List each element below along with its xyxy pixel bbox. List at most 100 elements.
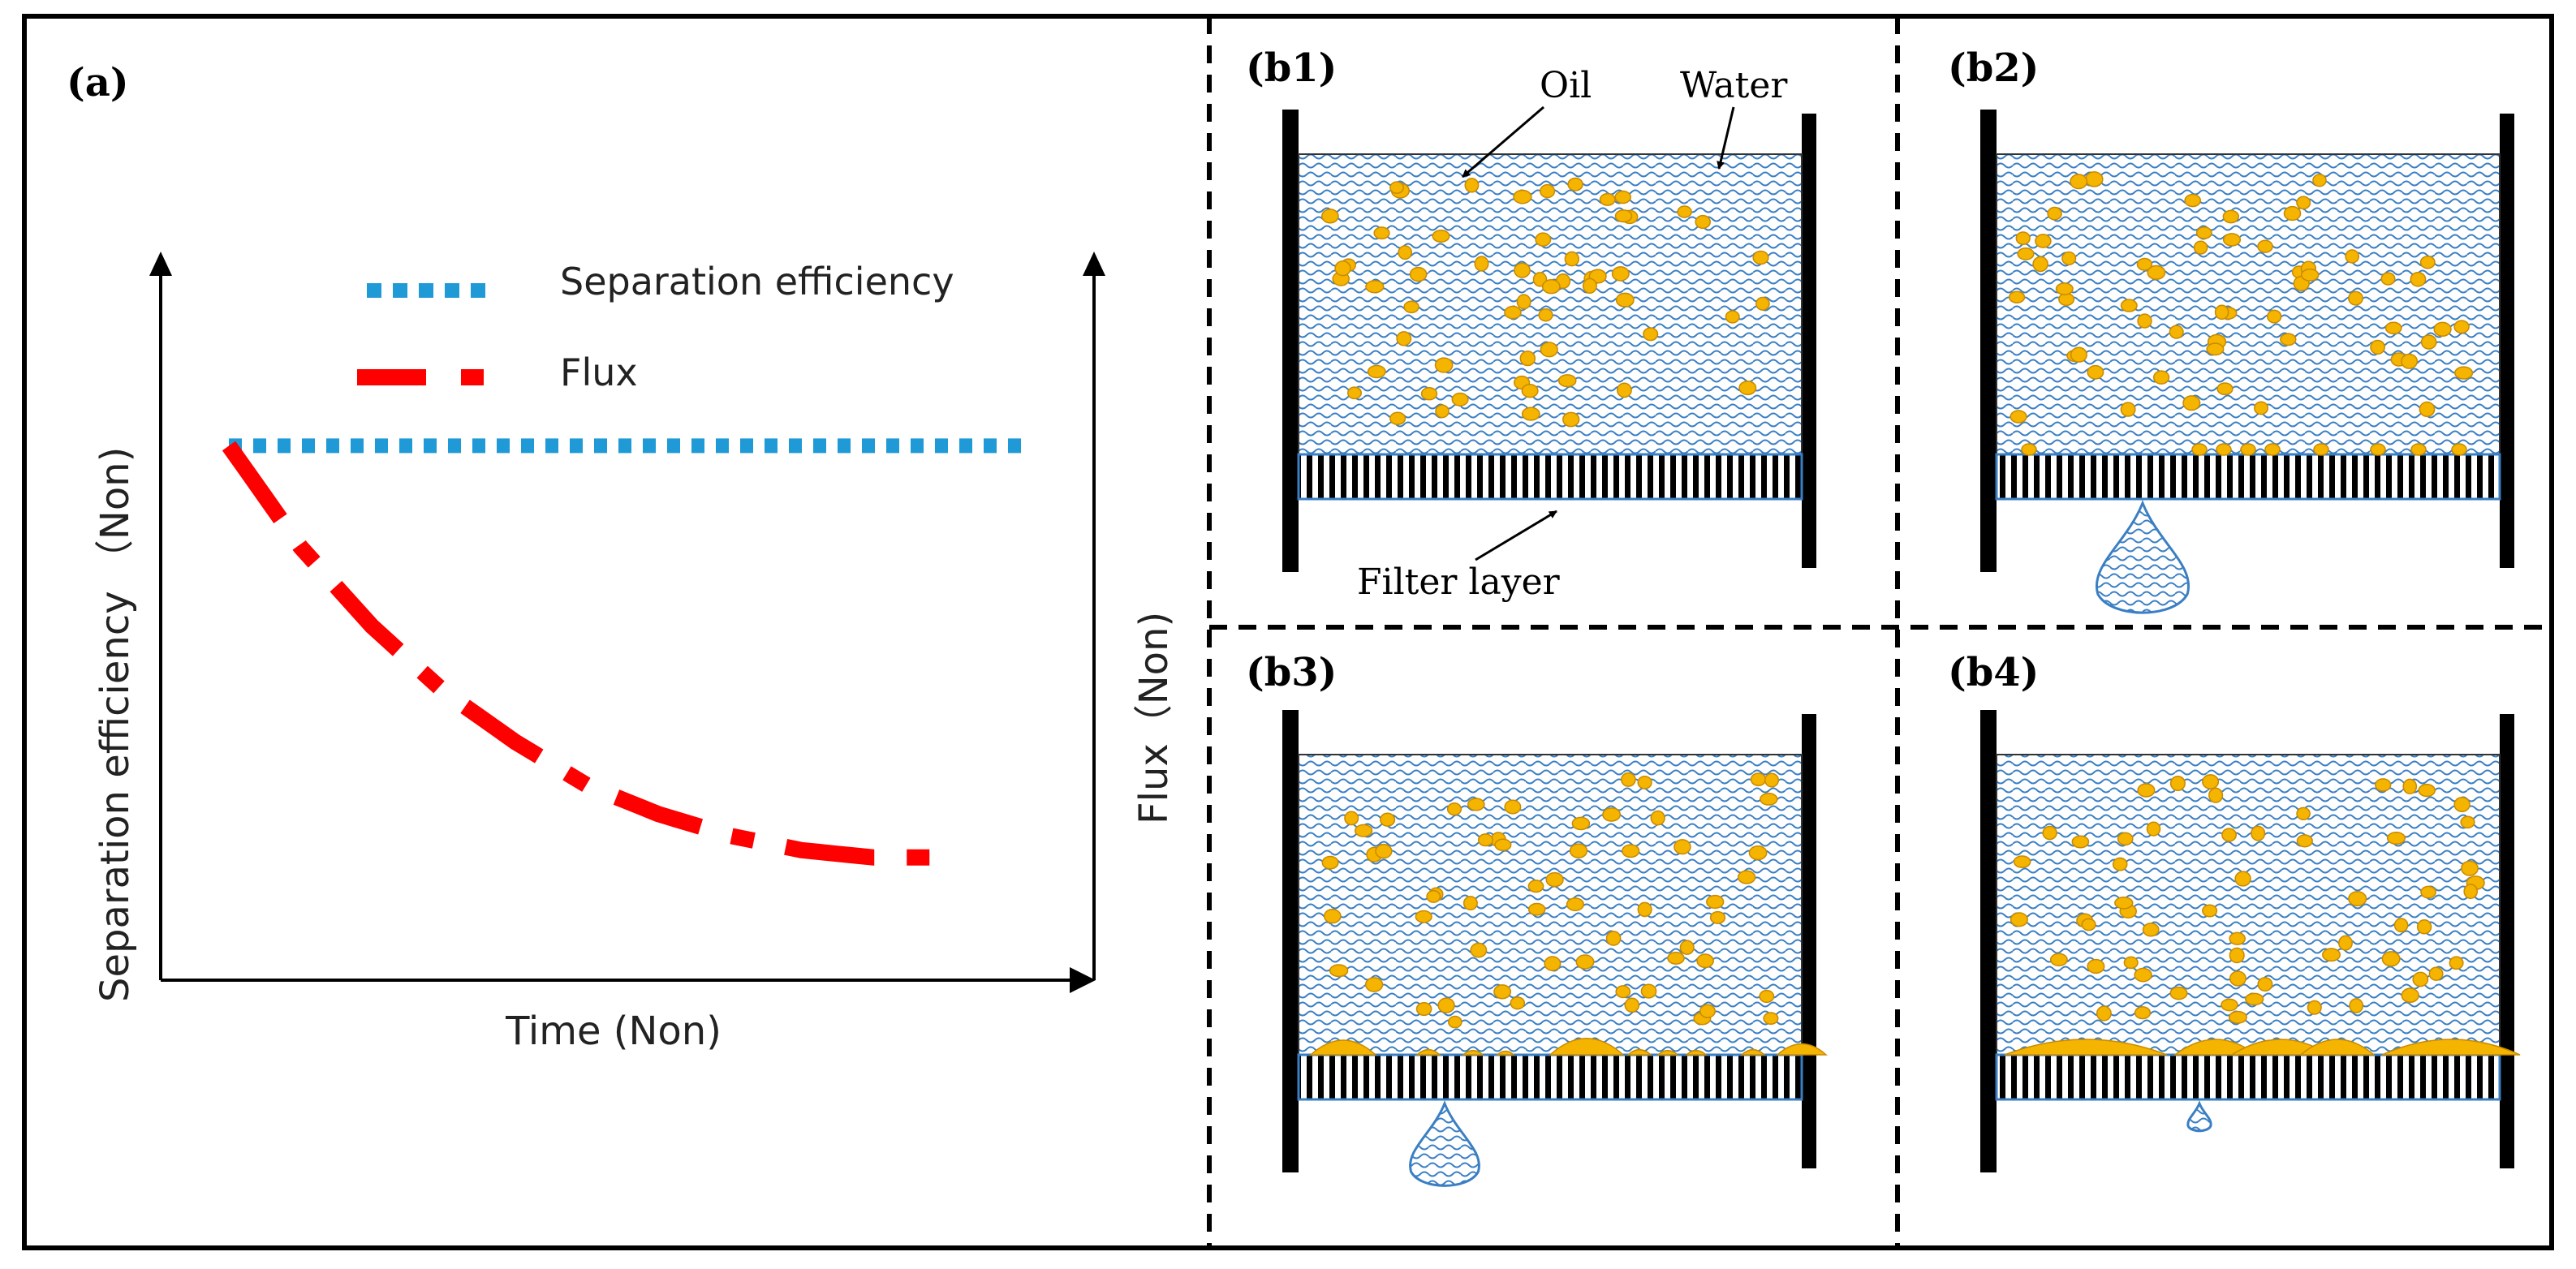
oil-annotation-label: Oil	[1540, 65, 1592, 106]
b3-oil-droplet	[1748, 845, 1768, 861]
outer-frame	[22, 14, 2554, 1250]
b2-oil-droplet	[2070, 346, 2087, 363]
b1-oil-droplet	[1611, 266, 1630, 282]
b4-oil-droplet	[2229, 970, 2246, 987]
b4-oil-droplet	[2010, 912, 2028, 927]
b3-oil-droplet	[1709, 910, 1726, 924]
b3-oil-droplet	[1321, 855, 1339, 870]
b2-oil-droplet	[2257, 239, 2273, 253]
b2-oil-droplet	[2137, 313, 2152, 329]
b3-oil-droplet	[1364, 977, 1384, 992]
b3-oil-droplet	[1462, 896, 1478, 911]
b3-oil-droplet	[1679, 940, 1695, 955]
b3-oil-droplet	[1621, 772, 1636, 787]
b2-oil-droplet	[2047, 206, 2062, 221]
b4-oil-droplet	[2349, 998, 2364, 1013]
b4-oil-droplet	[2257, 977, 2273, 992]
b3-oil-droplet	[1575, 954, 1595, 970]
b2-oil-droplet	[2296, 196, 2311, 210]
b3-oil-droplet	[1544, 956, 1562, 971]
b3-oil-droplet	[1470, 942, 1488, 958]
b1-oil-droplet	[1540, 183, 1556, 199]
b4-oil-droplet	[2117, 832, 2134, 846]
b3-oil-droplet	[1605, 931, 1622, 946]
b2-oil-droplet	[2147, 265, 2166, 281]
b1-oil-droplet	[1755, 296, 1770, 311]
b3-oil-deposit	[1656, 1049, 1679, 1056]
b4-oil-droplet	[2412, 971, 2429, 987]
filter-layer-annotation-label: Filter layer	[1357, 561, 1561, 603]
b2-oil-droplet	[2008, 290, 2026, 303]
b1-oil-droplet	[1435, 404, 1450, 419]
b4-oil-droplet	[2137, 783, 2156, 798]
b1-oil-droplet	[1535, 232, 1552, 247]
b1-oil-droplet	[1677, 205, 1692, 218]
b2-oil-droplet	[2454, 366, 2474, 380]
b2-oil-droplet	[2384, 321, 2402, 335]
b4-oil-droplet	[2112, 857, 2128, 871]
b2-oil-deposit	[2191, 443, 2208, 456]
b4-oil-droplet	[2134, 1006, 2152, 1020]
b1-oil-droplet	[1334, 260, 1351, 277]
b4-oil-droplet	[2123, 956, 2139, 970]
panel-b3-label: (b3)	[1246, 650, 1337, 695]
legend-separation-label: Separation efficiency	[560, 260, 954, 303]
b3-oil-deposit	[1740, 1048, 1766, 1056]
x-axis-arrow	[1070, 967, 1096, 993]
b3-oil-droplet	[1571, 816, 1591, 831]
b3-oil-deposit	[1415, 1048, 1441, 1056]
b4-oil-droplet	[2375, 778, 2392, 792]
b2-oil-droplet	[2015, 231, 2031, 246]
b3-oil-droplet	[1760, 793, 1778, 806]
b2-oil-droplet	[2267, 309, 2282, 324]
b2-wall-right	[2500, 114, 2514, 568]
b4-oil-droplet	[2420, 885, 2436, 899]
b2-oil-deposit	[2216, 443, 2232, 456]
b4-oil-droplet	[2234, 871, 2251, 887]
b1-oil-droplet	[1504, 305, 1522, 320]
b4-oil-droplet	[2081, 918, 2096, 931]
b1-oil-droplet	[1540, 342, 1558, 358]
b4-oil-droplet	[2169, 986, 2188, 1000]
b4-oil-droplet	[2049, 953, 2068, 966]
b4-oil-droplet	[2386, 831, 2406, 845]
b2-oil-droplet	[2222, 209, 2239, 224]
b3-oil-droplet	[1706, 894, 1725, 910]
b4-permeate-drop	[2186, 1099, 2212, 1133]
b1-water	[1298, 153, 1803, 455]
b2-oil-droplet	[2061, 251, 2077, 265]
b3-oil-droplet	[1510, 996, 1526, 1010]
b1-oil-droplet	[1616, 382, 1632, 398]
b1-oil-droplet	[1614, 209, 1633, 223]
b4-oil-droplet	[2229, 947, 2245, 964]
b2-oil-droplet	[2017, 247, 2035, 260]
b3-oil-droplet	[1477, 833, 1493, 847]
legend-flux-label: Flux	[560, 351, 638, 394]
b3-oil-droplet	[1344, 811, 1359, 826]
b3-filter-layer	[1297, 1053, 1803, 1101]
b2-oil-droplet	[2280, 333, 2297, 346]
b4-oil-droplet	[2228, 1010, 2247, 1024]
b2-oil-deposit	[2451, 443, 2467, 456]
b1-oil-droplet	[1725, 310, 1740, 324]
b3-oil-droplet	[1494, 838, 1512, 852]
b1-oil-droplet	[1582, 277, 1597, 295]
b2-oil-droplet	[2420, 334, 2437, 350]
b3-oil-droplet	[1354, 824, 1373, 837]
b3-oil-droplet	[1448, 1015, 1462, 1029]
b2-oil-droplet	[2410, 271, 2427, 287]
b3-water	[1298, 754, 1803, 1056]
b4-oil-droplet	[2134, 967, 2152, 983]
b1-oil-droplet	[1365, 280, 1385, 294]
b3-oil-deposit	[1776, 1043, 1828, 1056]
b4-oil-droplet	[2453, 796, 2470, 813]
b2-wall-left	[1980, 110, 1997, 572]
b4-oil-droplet	[2202, 774, 2220, 789]
b3-oil-droplet	[1699, 1004, 1716, 1018]
b3-oil-deposit	[1549, 1038, 1625, 1056]
b4-oil-droplet	[2402, 778, 2418, 794]
b3-wall-right	[1802, 714, 1816, 1168]
b1-oil-droplet	[1389, 411, 1406, 425]
b3-oil-droplet	[1446, 802, 1462, 816]
b4-oil-film	[2004, 1039, 2168, 1056]
